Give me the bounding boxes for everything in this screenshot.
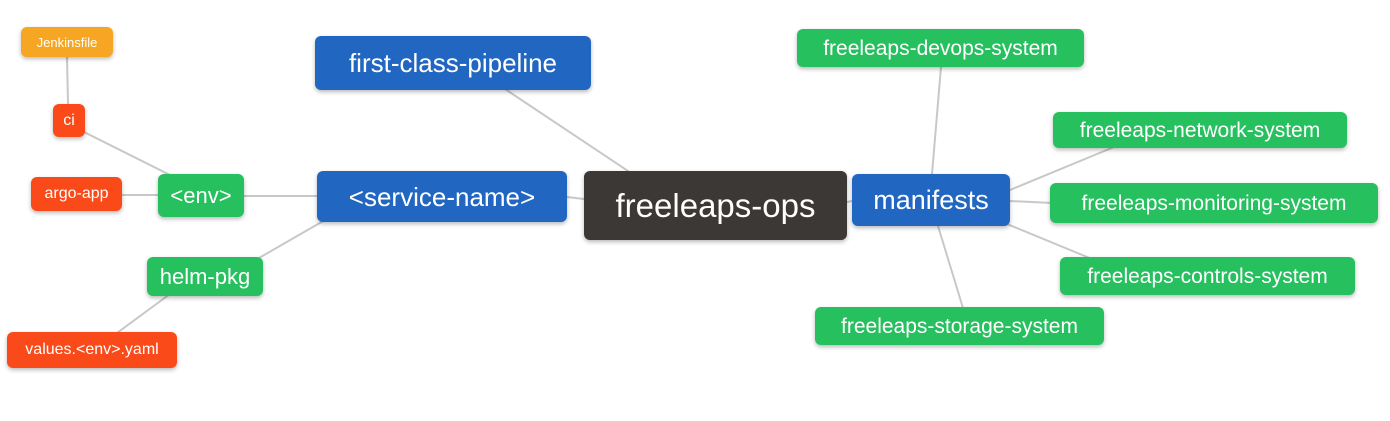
node-label: <service-name>: [348, 181, 536, 212]
node-label: freeleaps-devops-system: [823, 36, 1058, 60]
edge-manifests-freeleaps-network-system: [1009, 146, 1115, 191]
node-label: first-class-pipeline: [348, 48, 558, 78]
node-freeleaps-storage-system[interactable]: freeleaps-storage-system: [815, 307, 1104, 345]
node-label: values.<env>.yaml: [25, 341, 159, 358]
edge-ci-env: [81, 130, 175, 178]
node-label: manifests: [873, 184, 989, 215]
node-label: freeleaps-storage-system: [841, 314, 1078, 338]
node-label: freeleaps-monitoring-system: [1081, 191, 1347, 215]
node-service-name[interactable]: <service-name>: [317, 171, 567, 222]
node-argo-app[interactable]: argo-app: [31, 177, 122, 211]
edge-freeleaps-ops-manifests: [846, 200, 853, 203]
node-label: freeleaps-ops: [615, 187, 816, 224]
node-label: freeleaps-network-system: [1079, 118, 1321, 142]
node-manifests[interactable]: manifests: [852, 174, 1010, 226]
node-label: helm-pkg: [159, 263, 251, 289]
node-label: freeleaps-controls-system: [1087, 264, 1328, 288]
node-values-env-yaml[interactable]: values.<env>.yaml: [7, 332, 177, 368]
node-env[interactable]: <env>: [158, 174, 244, 217]
node-helm-pkg[interactable]: helm-pkg: [147, 257, 263, 296]
node-freeleaps-network-system[interactable]: freeleaps-network-system: [1053, 112, 1347, 148]
edge-helm-pkg-service-name: [251, 219, 326, 263]
node-freeleaps-monitoring-system[interactable]: freeleaps-monitoring-system: [1050, 183, 1378, 223]
node-label: argo-app: [44, 185, 109, 202]
edge-manifests-freeleaps-monitoring-system: [1009, 200, 1053, 204]
node-label: Jenkinsfile: [36, 34, 98, 50]
edge-manifests-freeleaps-storage-system: [937, 225, 964, 309]
node-label: ci: [63, 111, 75, 129]
node-ci[interactable]: ci: [53, 104, 85, 137]
node-first-class-pipeline[interactable]: first-class-pipeline: [315, 36, 591, 90]
edge-service-name-freeleaps-ops: [566, 196, 585, 200]
edge-values-env-yaml-helm-pkg: [116, 293, 171, 334]
edge-manifests-freeleaps-devops-system: [931, 66, 942, 175]
node-freeleaps-controls-system[interactable]: freeleaps-controls-system: [1060, 257, 1355, 295]
edge-manifests-freeleaps-controls-system: [1006, 223, 1093, 260]
node-freeleaps-ops[interactable]: freeleaps-ops: [584, 171, 847, 240]
node-freeleaps-devops-system[interactable]: freeleaps-devops-system: [797, 29, 1084, 67]
node-label: <env>: [170, 182, 232, 208]
edge-jenkinsfile-ci: [66, 56, 69, 105]
node-jenkinsfile[interactable]: Jenkinsfile: [21, 27, 113, 57]
